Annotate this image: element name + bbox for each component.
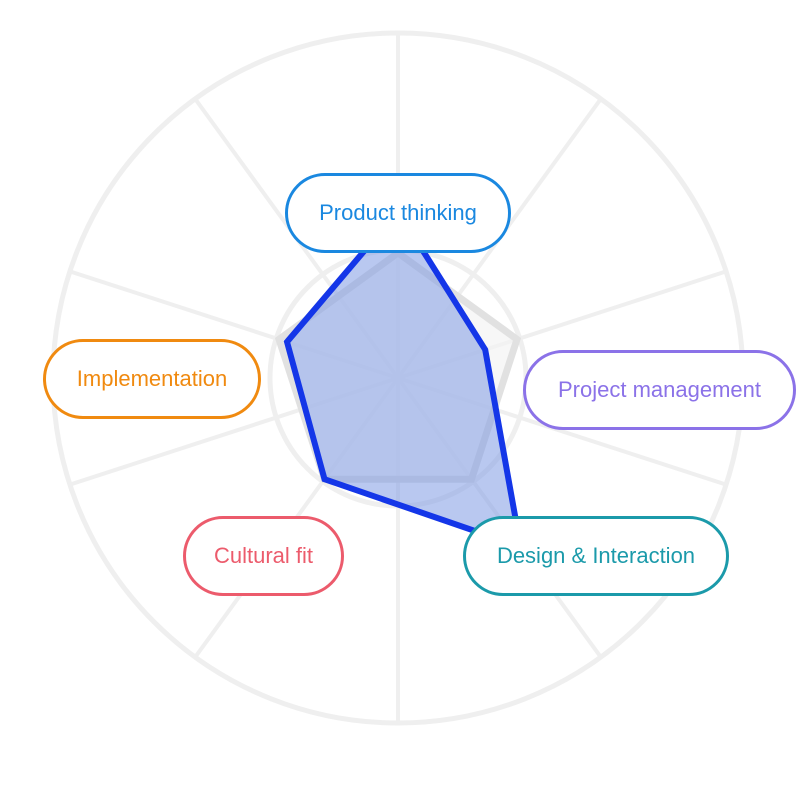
data-layer: [283, 206, 525, 552]
reference-point: [278, 338, 280, 340]
axis-label-design-interaction[interactable]: Design & Interaction: [463, 516, 729, 596]
axis-label-product-thinking[interactable]: Product thinking: [285, 173, 511, 253]
axis-label-text: Product thinking: [319, 200, 477, 225]
axis-label-text: Project management: [558, 377, 761, 402]
axis-label-text: Cultural fit: [213, 543, 314, 568]
reference-point: [516, 338, 518, 340]
axis-label-text: Implementation: [76, 366, 228, 391]
data-point: [286, 341, 288, 343]
axis-label-project-management[interactable]: Project management: [523, 350, 796, 430]
data-polygon: [283, 206, 525, 552]
axis-label-cultural-fit[interactable]: Cultural fit: [183, 516, 344, 596]
axis-label-implementation[interactable]: Implementation: [43, 339, 261, 419]
data-point: [324, 478, 326, 480]
axis-label-text: Design & Interaction: [496, 543, 696, 568]
data-point: [484, 349, 486, 351]
